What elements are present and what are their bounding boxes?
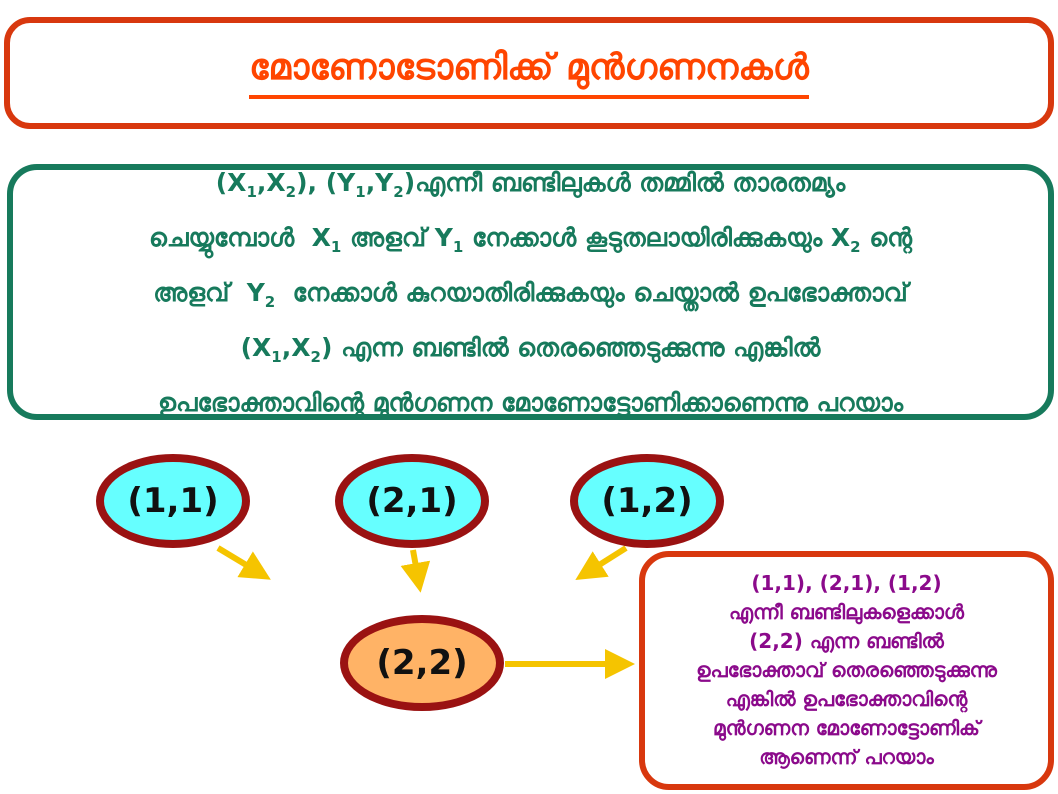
text-segment: ന്റെ (860, 222, 913, 252)
subscript: 1 (355, 182, 366, 201)
definition-line: ഉപഭോക്താവിന്റെ മുൻഗണന മോണോട്ടോണിക്കാണെന്… (158, 380, 903, 425)
subscript: 2 (264, 292, 276, 311)
definition-box: (X1,X2), (Y1,Y2)എന്നീ ബണ്ടിലുകൾ തമ്മിൽ ത… (7, 164, 1054, 420)
note-box: (1,1), (2,1), (1,2) എന്നീ ബണ്ടിലുകളെക്കാൾ… (639, 551, 1054, 790)
definition-line: (X1,X2), (Y1,Y2)എന്നീ ബണ്ടിലുകൾ തമ്മിൽ ത… (216, 160, 846, 215)
note-line: മുൻഗണന മോണോട്ടോണിക് (713, 716, 980, 740)
note-line: ആണെന്ന് പറയാം (759, 745, 934, 769)
definition-line: ചെയ്യുമ്പോൾ X1 അളവ് Y1 നേക്കാൾ കൂടുതലായി… (149, 215, 912, 270)
subscript: 1 (246, 182, 257, 201)
note-line: എന്നീ ബണ്ടിലുകളെക്കാൾ (729, 600, 964, 624)
arrow-12-to-22 (575, 545, 628, 581)
subscript: 2 (393, 182, 404, 201)
note-line: ഉപഭോക്താവ് തെരഞ്ഞെടുക്കുന്നു (696, 658, 997, 682)
arrow-11-to-22 (216, 545, 271, 580)
title-box: മോണോടോണിക്ക് മുൻഗണനകൾ (4, 17, 1054, 129)
text-segment: ), (Y (296, 167, 356, 197)
page-title: മോണോടോണിക്ക് മുൻഗണനകൾ (249, 47, 809, 99)
note-line: (2,2) എന്ന ബണ്ടിൽ (749, 629, 944, 653)
text-segment: ഉപഭോക്താവിന്റെ മുൻഗണന മോണോട്ടോണിക്കാണെന്… (157, 387, 904, 417)
note-line: എങ്കിൽ ഉപഭോക്താവിന്റെ (725, 687, 968, 711)
subscript: 2 (285, 182, 297, 201)
text-segment: നേക്കാൾ കുറയാതിരിക്കുകയും ചെയ്താൽ ഉപഭോക്… (275, 277, 908, 307)
text-segment: (X (240, 332, 272, 362)
text-segment: ,Y (365, 167, 394, 197)
bundle-2-1: (2,1) (335, 454, 489, 548)
text-segment: ) എന്ന ബണ്ടിൽ തെരഞ്ഞെടുക്കുന്നു എങ്കിൽ (320, 332, 821, 362)
text-segment: അളവ് Y (341, 222, 453, 252)
bundle-1-1: (1,1) (96, 454, 250, 548)
text-segment: ,X (281, 332, 311, 362)
subscript: 1 (271, 347, 282, 366)
text-segment: )എന്നീ ബണ്ടിലുകൾ തമ്മിൽ താരതമ്യം (403, 167, 846, 197)
text-segment: നേക്കാൾ കൂടുതലായിരിക്കുകയും X (463, 222, 851, 252)
text-segment: ,X (256, 167, 286, 197)
subscript: 1 (452, 237, 464, 256)
definition-line: (X1,X2) എന്ന ബണ്ടിൽ തെരഞ്ഞെടുക്കുന്നു എങ… (241, 325, 821, 380)
arrow-21-to-22 (400, 549, 431, 593)
subscript: 2 (850, 237, 861, 256)
text-segment: അളവ് Y (153, 277, 265, 307)
text-segment: ചെയ്യുമ്പോൾ X (148, 222, 331, 252)
bundle-1-2: (1,2) (570, 454, 724, 548)
subscript: 2 (310, 347, 321, 366)
note-line: (1,1), (2,1), (1,2) (751, 571, 942, 595)
text-segment: (X (215, 167, 247, 197)
subscript: 1 (330, 237, 342, 256)
bundle-2-2-preferred: (2,2) (340, 615, 504, 711)
definition-line: അളവ് Y2 നേക്കാൾ കുറയാതിരിക്കുകയും ചെയ്താ… (153, 270, 908, 325)
